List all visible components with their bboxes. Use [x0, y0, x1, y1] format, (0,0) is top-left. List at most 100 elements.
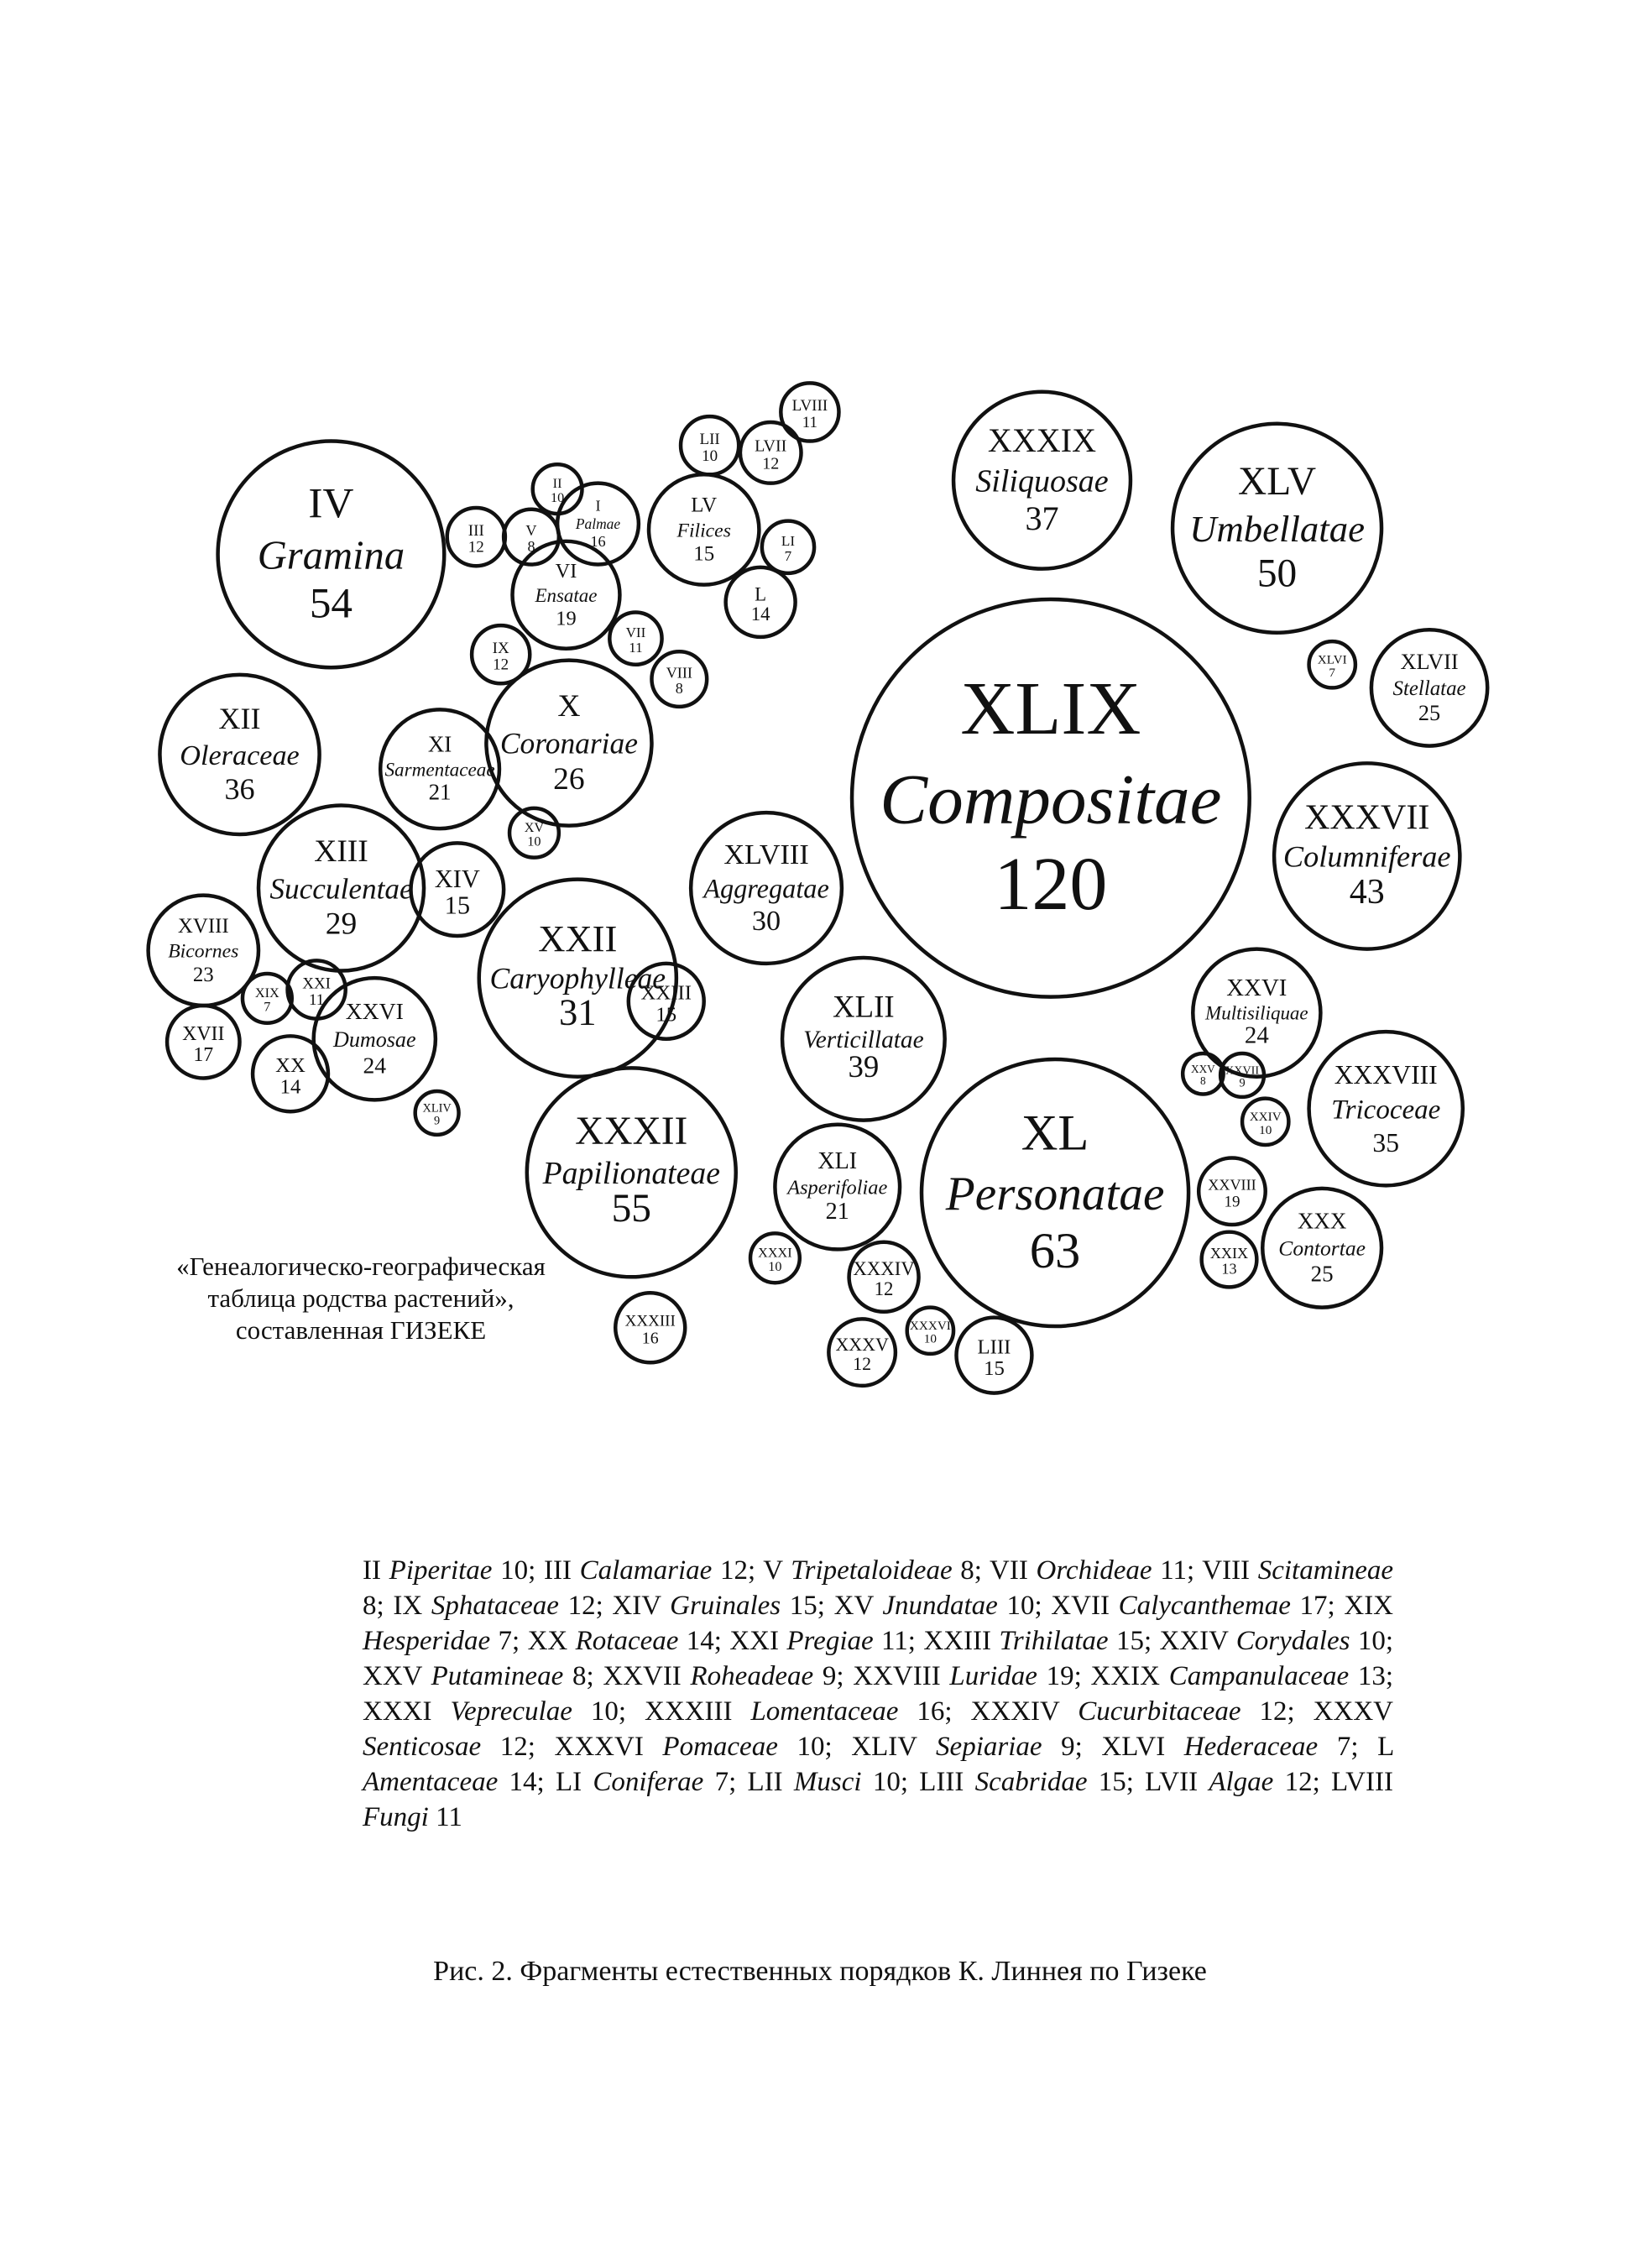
legend-entry: XXXVI Pomaceae 10;: [555, 1732, 852, 1762]
legend-entry: VIII Scitamineae 8;: [363, 1555, 1393, 1621]
circle-outline: [555, 481, 641, 567]
order-count: 30: [752, 906, 781, 937]
order-count: 15: [984, 1357, 1005, 1380]
circle-outline: [250, 1034, 331, 1114]
legend-name: Lomentaceae: [750, 1696, 899, 1727]
order-numeral: V: [525, 522, 536, 539]
circle-outline: [510, 539, 622, 651]
order-count: 54: [310, 580, 353, 628]
order-count: 26: [553, 762, 585, 797]
circle-outline: [165, 1003, 242, 1080]
circle-outline: [469, 623, 532, 686]
order-name: Asperifoliae: [786, 1177, 887, 1199]
order-name: Personatae: [945, 1168, 1165, 1220]
order-numeral: XI: [428, 731, 452, 756]
order-numeral: XXXVI: [910, 1319, 951, 1333]
legend-name: Hederaceae: [1183, 1732, 1319, 1762]
order-count: 12: [468, 539, 484, 557]
order-count: 8: [527, 538, 535, 555]
legend-count: 7;: [703, 1767, 748, 1797]
legend-numeral: XXVIII: [853, 1661, 950, 1691]
legend-entry: IX Sphataceae 12;: [393, 1591, 612, 1621]
circle-outline: [748, 1231, 802, 1285]
legend-count: 15;: [1087, 1767, 1146, 1797]
order-count: 16: [642, 1330, 659, 1348]
order-count: 9: [434, 1114, 440, 1127]
legend-name: Fungi: [363, 1802, 429, 1832]
circle-outline: [773, 1122, 902, 1252]
circle-outline: [484, 658, 654, 828]
legend-count: 14;: [678, 1626, 730, 1656]
legend-entry: LVII Algae 12;: [1145, 1767, 1331, 1797]
legend-count: 17;: [1290, 1591, 1345, 1621]
circle-outline: [240, 971, 294, 1025]
order-numeral: XXXVII: [1304, 798, 1429, 837]
circle-outline: [507, 806, 561, 860]
order-count: 10: [768, 1259, 781, 1274]
circle-outline: [1196, 1156, 1267, 1227]
legend-entry: LIII Scabridae 15;: [919, 1767, 1145, 1797]
order-count: 55: [612, 1187, 651, 1231]
order-count: 50: [1257, 552, 1297, 596]
legend-name: Musci: [793, 1767, 862, 1797]
legend-numeral: L: [1377, 1732, 1394, 1762]
order-numeral: LVIII: [792, 397, 828, 415]
order-numeral: XXX: [1298, 1209, 1346, 1234]
legend-count: 12;: [1273, 1767, 1332, 1797]
order-count: 23: [193, 964, 214, 986]
legend-count: 10;: [777, 1732, 852, 1762]
legend-entry: L Amentaceae 14;: [363, 1732, 1393, 1797]
legend-numeral: XXI: [729, 1626, 787, 1656]
legend-name: Senticosae: [363, 1732, 482, 1762]
legend-entry: XXXV Senticosae 12;: [363, 1696, 1393, 1762]
order-count: 13: [1221, 1261, 1236, 1278]
legend-numeral: LVII: [1145, 1767, 1209, 1797]
order-count: 19: [556, 607, 576, 630]
legend-name: Amentaceae: [363, 1767, 499, 1797]
order-count: 9: [1239, 1077, 1245, 1090]
order-count: 21: [429, 779, 452, 804]
order-name: Bicornes: [168, 941, 238, 963]
order-name: Umbellatae: [1189, 508, 1365, 550]
order-numeral: XXXVIII: [1334, 1060, 1438, 1090]
order-name: Dumosae: [332, 1027, 416, 1052]
legend-numeral: XXXVI: [554, 1732, 663, 1762]
order-numeral: XXXV: [835, 1334, 889, 1355]
order-count: 29: [326, 907, 358, 942]
order-count: 10: [924, 1332, 938, 1346]
order-numeral: XIX: [255, 985, 279, 1001]
legend-name: Piperitae: [389, 1555, 493, 1586]
order-numeral: XII: [218, 702, 260, 735]
order-count: 120: [994, 843, 1107, 926]
legend-entry: XV Jnundatae 10;: [834, 1591, 1052, 1621]
legend-numeral: XIV: [612, 1591, 671, 1621]
circle-outline: [905, 1305, 956, 1356]
legend-count: 11;: [873, 1626, 924, 1656]
order-numeral: LI: [781, 533, 795, 549]
order-numeral: XXII: [538, 917, 617, 959]
order-count: 39: [848, 1049, 879, 1084]
circle-outline: [1199, 1230, 1259, 1289]
order-name: Oleraceae: [180, 740, 300, 771]
circle-outline: [919, 1057, 1191, 1329]
legend-entry: LII Musci 10;: [748, 1767, 920, 1797]
legend-entry: XIV Gruinales 15;: [612, 1591, 833, 1621]
